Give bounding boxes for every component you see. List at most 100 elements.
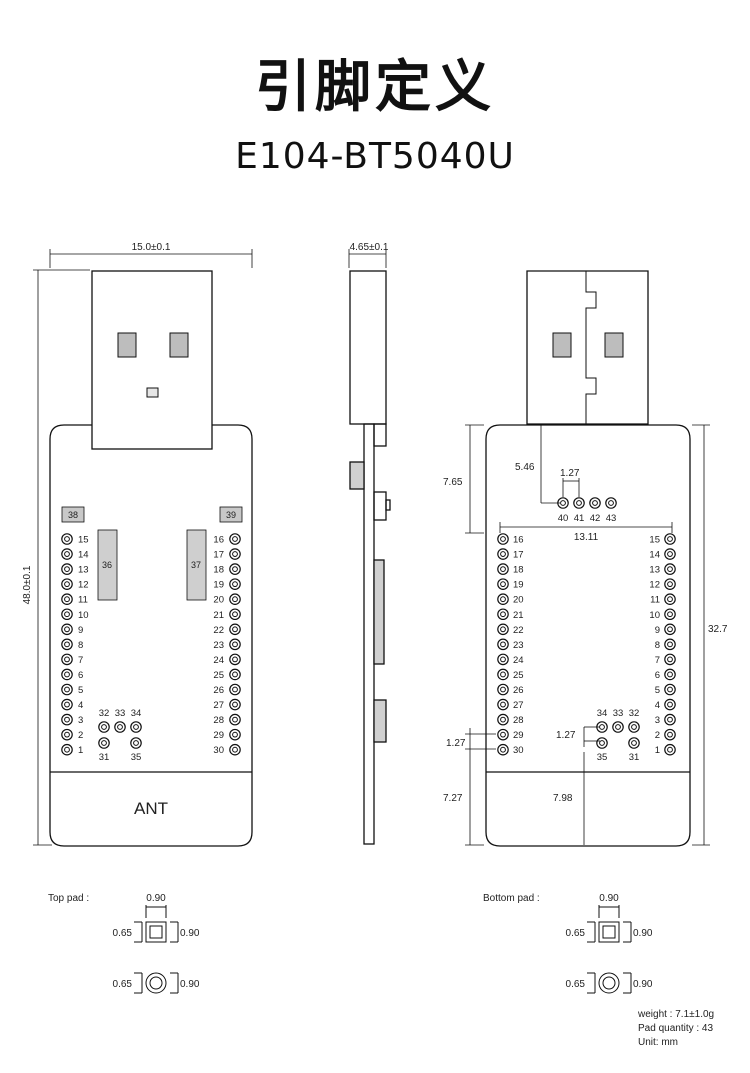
pin-pad (61, 683, 73, 696)
pin-label: 34 (597, 708, 608, 719)
pin-pad (664, 728, 676, 741)
pin-label: 8 (78, 640, 83, 651)
pin-label: 25 (513, 670, 524, 681)
pin-label: 18 (213, 565, 224, 576)
top-pad-label: Top pad : (48, 893, 89, 904)
pad-left-dim: 0.65 (566, 928, 586, 939)
pin-label: 10 (78, 610, 89, 621)
pin-label: 5 (78, 685, 83, 696)
dim-13-11: 13.11 (574, 532, 599, 543)
pin-label: 4 (655, 700, 660, 711)
pin-label: 33 (115, 708, 126, 719)
pin-label: 22 (213, 625, 224, 636)
pin-label: 19 (213, 580, 224, 591)
pin-pad (497, 593, 509, 605)
pin-label: 30 (213, 745, 224, 756)
pin-pad (61, 653, 73, 666)
pin-label: 26 (213, 685, 224, 696)
pin-pad (61, 563, 73, 575)
pin-label: 1 (78, 745, 83, 756)
pin-label: 20 (513, 595, 524, 606)
pin-label: 35 (597, 752, 608, 763)
pad-left-dim: 0.65 (113, 979, 133, 990)
pin-pad (61, 623, 73, 636)
pin-label: 20 (213, 595, 224, 606)
pin-label: 10 (649, 610, 660, 621)
pin-label: 24 (213, 655, 224, 666)
pin-label: 29 (513, 730, 524, 741)
pin-pad (114, 721, 126, 733)
pad-right-dim: 0.90 (633, 979, 653, 990)
pin-pad (573, 497, 585, 509)
pin-pad (664, 563, 676, 575)
pin-label: 31 (629, 752, 640, 763)
pin-label: 34 (131, 708, 142, 719)
pin-pad (497, 548, 509, 560)
unit-note: Unit: mm (638, 1037, 678, 1048)
pin-pad (229, 623, 241, 636)
pin-label: 32 (629, 708, 640, 719)
bottom-pad-label: Bottom pad : (483, 893, 540, 904)
pad-right-dim: 0.90 (180, 979, 200, 990)
pin-pad (664, 653, 676, 666)
pin-pad (229, 533, 241, 545)
pin-pad (229, 668, 241, 681)
pad-right-dim: 0.90 (180, 928, 200, 939)
pin-label: 15 (649, 535, 660, 546)
dim-7-98: 7.98 (553, 793, 573, 804)
pin-label: 30 (513, 745, 524, 756)
dim-1-27-top: 1.27 (560, 468, 580, 479)
dim-7-65: 7.65 (443, 477, 463, 488)
pin-pad (589, 497, 601, 509)
top-pin-group: 1514131211109876543211617181920212223242… (61, 533, 241, 763)
pin-label: 23 (513, 640, 524, 651)
pin-pad (664, 548, 676, 560)
pin-label: 41 (574, 513, 585, 524)
pin-label: 21 (513, 610, 524, 621)
pin-label: 35 (131, 752, 142, 763)
pad-left-dim: 0.65 (113, 928, 133, 939)
pin-pad (61, 578, 73, 590)
pin-label: 3 (78, 715, 83, 726)
pin-label: 26 (513, 685, 524, 696)
pin-pad (628, 721, 640, 733)
pin-pad (229, 563, 241, 575)
bottom-pin-group: 1617181920212223242526272829301514131211… (497, 497, 676, 763)
side-view (348, 249, 391, 845)
pin-label: 27 (213, 700, 224, 711)
pin-pad (229, 593, 241, 605)
pin-pad (229, 653, 241, 666)
pin-pad (61, 743, 73, 756)
pin-pad (229, 608, 241, 621)
pin-pad (497, 563, 509, 575)
pin-pad (61, 668, 73, 681)
pin-pad (61, 698, 73, 711)
pin-label: 28 (213, 715, 224, 726)
pin-label: 2 (78, 730, 83, 741)
pin-pad (664, 713, 676, 726)
top-width-dim: 15.0±0.1 (132, 242, 171, 253)
pad-width-dim: 0.90 (599, 893, 619, 904)
pin-pad (61, 548, 73, 560)
pin-pad (497, 713, 509, 726)
pin-label: 22 (513, 625, 524, 636)
pin-pad (229, 743, 241, 756)
pin-pad (628, 737, 640, 749)
pin-pad (596, 737, 608, 749)
marker-39: 39 (226, 510, 236, 520)
pin-label: 17 (213, 550, 224, 561)
pin-pad (61, 713, 73, 726)
pin-pad (130, 721, 142, 733)
pin-pad (98, 721, 110, 733)
pin-label: 24 (513, 655, 524, 666)
pin-pad (229, 548, 241, 560)
pin-pad (61, 728, 73, 741)
pin-label: 13 (649, 565, 660, 576)
pin-pad (61, 533, 73, 545)
pin-pad (497, 623, 509, 636)
pin-pad (98, 737, 110, 749)
pin-pad (497, 638, 509, 651)
pin-pad (664, 623, 676, 636)
